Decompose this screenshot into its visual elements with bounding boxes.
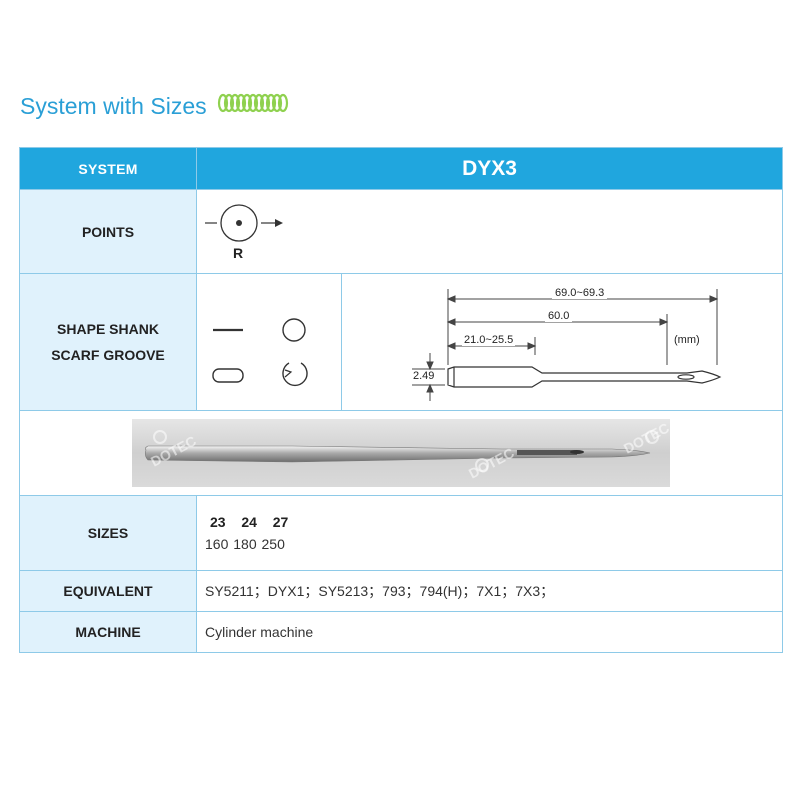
needle-image-row: DOTEC DOTEC DOTEC — [18, 410, 784, 496]
sizes-row: SIZES 23 24 27 160 180 250 — [19, 495, 784, 571]
machine-value: Cylinder machine — [195, 611, 784, 653]
spec-table: SYSTEM DYX3 POINTS R SHAPE SHANK SCARF G… — [18, 147, 784, 653]
unit-text: (mm) — [674, 334, 700, 346]
sizes-cell: 23 24 27 160 180 250 — [195, 495, 784, 571]
points-row: POINTS R — [19, 189, 784, 274]
watermark-marks — [153, 430, 659, 472]
equivalent-label: EQUIVALENT — [19, 570, 197, 612]
system-label: SYSTEM — [19, 147, 197, 190]
shape-row: SHAPE SHANK SCARF GROOVE — [19, 273, 784, 411]
shape-shank-label: SHAPE SHANK — [57, 321, 159, 337]
equivalent-row: EQUIVALENT SY5211；DYX1；SY5213；793；794(H)… — [19, 570, 784, 612]
section-title: System with Sizes — [20, 92, 289, 120]
short-scarf-icon — [212, 367, 244, 383]
points-cell: R — [195, 189, 784, 274]
machine-label: MACHINE — [19, 611, 197, 653]
round-point-icon — [205, 203, 283, 242]
shank-diameter-text: 2.49 — [413, 370, 435, 382]
system-value: DYX3 — [195, 147, 784, 190]
sizes-metric: 160 180 250 — [205, 536, 285, 552]
sizes-label: SIZES — [19, 495, 197, 571]
blade-length-text: 60.0 — [545, 310, 573, 322]
shape-label: SHAPE SHANK SCARF GROOVE — [19, 273, 197, 411]
needle-photo: DOTEC DOTEC DOTEC — [132, 419, 670, 487]
shank-groove-shapes — [212, 317, 308, 386]
scarf-groove-label: SCARF GROOVE — [51, 347, 165, 363]
single-groove-icon — [282, 361, 308, 386]
sizes-nm: 23 24 27 — [210, 514, 289, 530]
shank-length-text: 21.0~25.5 — [462, 334, 516, 346]
overall-length-text: 69.0~69.3 — [552, 287, 608, 299]
needle-diagram-cell: 69.0~69.3 60.0 (mm) 21.0~25.5 2.49 — [340, 273, 784, 411]
needle-dimension-diagram — [412, 289, 722, 401]
spring-coil-icon — [217, 92, 289, 120]
point-symbol: R — [233, 244, 244, 261]
points-label: POINTS — [19, 189, 197, 274]
round-shank-icon — [282, 317, 306, 342]
machine-row: MACHINE Cylinder machine — [19, 611, 784, 653]
equivalent-value: SY5211；DYX1；SY5213；793；794(H)；7X1；7X3； — [195, 570, 784, 612]
shape-icons-cell — [196, 273, 342, 411]
section-title-text: System with Sizes — [20, 92, 207, 119]
header-row: SYSTEM DYX3 — [19, 147, 784, 190]
needle-image-cell: DOTEC DOTEC DOTEC — [18, 410, 784, 496]
